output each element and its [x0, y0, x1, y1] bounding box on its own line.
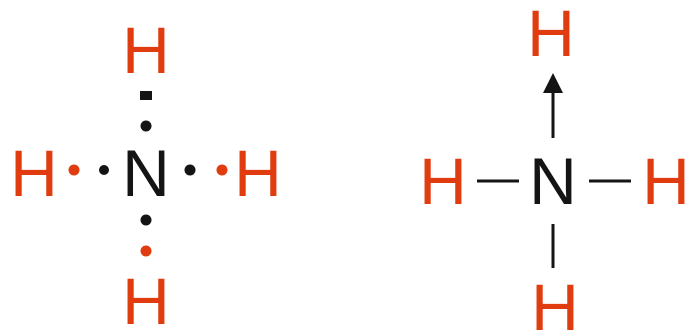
lewis-left-hydrogen: H: [10, 136, 58, 210]
electron-left-nitrogen: [99, 165, 109, 175]
electron-right-hydrogen: [216, 164, 228, 176]
structural-left-hydrogen: H: [419, 144, 467, 218]
lewis-bottom-hydrogen: H: [122, 264, 170, 333]
structural-right-hydrogen: H: [642, 144, 685, 218]
lewis-right-hydrogen: H: [234, 136, 282, 210]
electron-top-inner: [140, 120, 152, 132]
structural-bottom-hydrogen: H: [531, 270, 579, 333]
structural-center-atom: N: [529, 144, 577, 218]
lewis-center-atom: N: [122, 136, 170, 210]
structural-formula: N H H H H: [419, 0, 685, 333]
electron-left-hydrogen: [68, 164, 80, 176]
electron-right-nitrogen: [184, 164, 196, 176]
electron-top-nitrogen: [140, 91, 152, 100]
lewis-structure: N H H H H: [10, 13, 282, 333]
structural-top-hydrogen: H: [527, 0, 575, 70]
lewis-top-hydrogen: H: [122, 13, 170, 87]
electron-bottom-nitrogen: [140, 214, 152, 226]
electron-bottom-hydrogen: [140, 245, 152, 257]
coordinate-bond-arrowhead: [543, 73, 563, 93]
